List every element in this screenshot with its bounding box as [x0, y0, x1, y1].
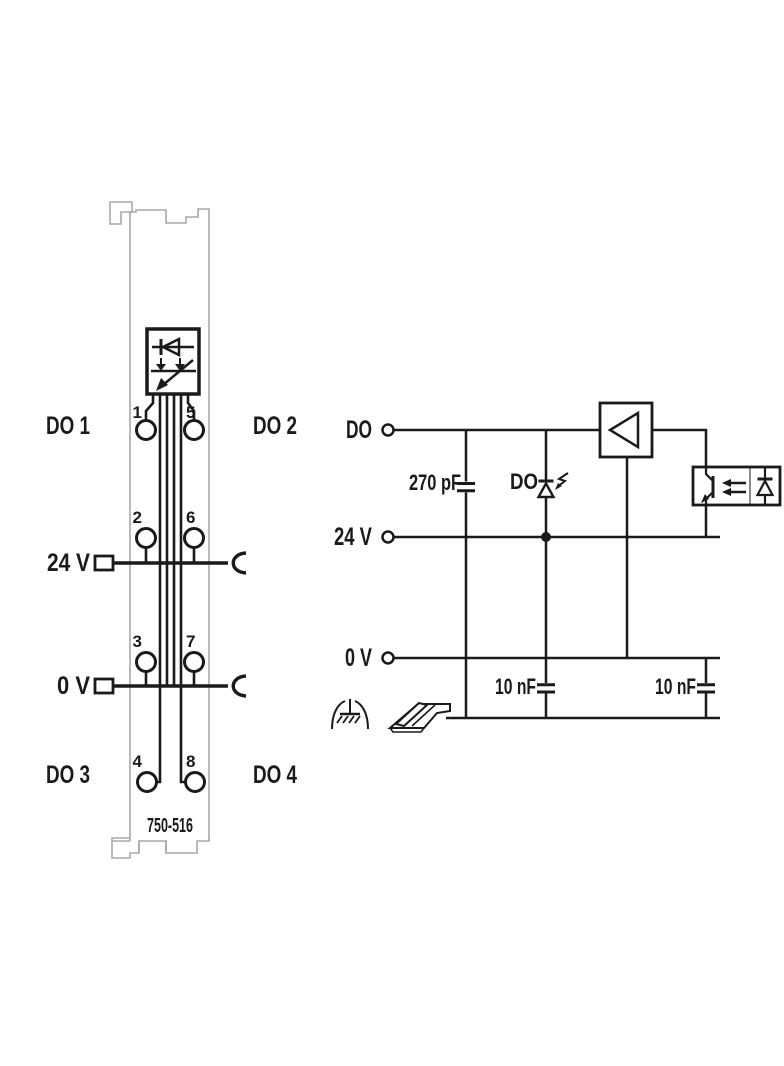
- 0v-terminal: [381, 651, 395, 665]
- terminal-8-clamp: [184, 771, 206, 793]
- schematic-terminals: [381, 423, 395, 665]
- signal-do-label: DO: [346, 416, 372, 444]
- terminal-7-clamp: [183, 651, 205, 673]
- wire-do3: [156, 394, 162, 784]
- housing-foot-detail: [112, 840, 167, 853]
- flash-icon: [556, 472, 569, 488]
- clamp-terminals: [135, 419, 206, 793]
- optocoupler-icon: [691, 465, 782, 507]
- capacitor-10nf-2-icon: [697, 683, 715, 694]
- label-do4: DO 4: [253, 761, 297, 789]
- housing-body: [129, 208, 210, 841]
- phototransistor-icon: [701, 467, 715, 505]
- wire-do1: [144, 394, 155, 420]
- schematic-labels: DO 24 V 0 V 270 pF DO 10 nF 10 nF: [334, 416, 696, 699]
- terminal-4-clamp: [136, 771, 158, 793]
- power-bus-0v: [93, 672, 247, 698]
- diode-symbol-icon: [152, 336, 194, 358]
- plug-contact-icon: [93, 677, 115, 695]
- part-number: 750-516: [147, 815, 193, 837]
- capacitor-270pf-icon: [457, 482, 475, 493]
- cage-clamp-icon: [231, 551, 247, 575]
- functional-earth-icon: [331, 699, 369, 730]
- amplifier-icon: [598, 401, 654, 459]
- cap-10nf-1-value: 10 nF: [495, 674, 536, 699]
- label-do1: DO 1: [46, 412, 90, 440]
- signal-24v-label: 24 V: [334, 523, 372, 551]
- label-do3: DO 3: [46, 761, 90, 789]
- terminal-5-clamp: [183, 419, 205, 441]
- terminal-2-clamp: [135, 527, 157, 549]
- schematic-lines: [393, 428, 720, 720]
- terminal-3-clamp: [135, 651, 157, 673]
- terminal-5-number: 5: [186, 403, 195, 422]
- photodiode-icon: [755, 467, 775, 505]
- schematic: DO 24 V 0 V 270 pF DO 10 nF 10 nF: [331, 401, 782, 733]
- signal-0v-label: 0 V: [345, 644, 372, 672]
- module-labels: DO 1 DO 2 24 V 0 V DO 3 DO 4 750-516 1 5…: [46, 403, 297, 837]
- power-bus-24v: [93, 548, 247, 575]
- terminal-8-number: 8: [186, 752, 195, 771]
- led-indicator-box: [145, 327, 201, 396]
- terminal-2-number: 2: [133, 508, 142, 527]
- internal-wiring: [144, 394, 196, 784]
- led-do-label: DO: [510, 469, 538, 494]
- status-led-icon: [536, 472, 569, 499]
- 24v-terminal: [381, 530, 395, 544]
- label-0v: 0 V: [57, 672, 90, 700]
- din-rail-icon: [387, 701, 451, 733]
- capacitor-10nf-1-icon: [537, 683, 555, 694]
- amp-output-lead: [652, 428, 708, 467]
- cap-270pf-value: 270 pF: [409, 470, 461, 495]
- terminal-3-number: 3: [133, 632, 142, 651]
- led-emission-symbol-icon: [151, 358, 196, 391]
- do-terminal: [381, 423, 395, 437]
- wire-do2: [186, 394, 196, 420]
- cap-10nf-2-value: 10 nF: [655, 674, 696, 699]
- terminal-1-number: 1: [133, 403, 142, 422]
- plug-contact-icon: [93, 554, 115, 572]
- label-24v: 24 V: [47, 549, 90, 577]
- wire-do4: [179, 394, 186, 784]
- din-clip-top-icon: [109, 201, 133, 225]
- terminal-7-number: 7: [186, 632, 195, 651]
- terminal-6-clamp: [183, 527, 205, 549]
- terminal-4-number: 4: [133, 752, 143, 771]
- terminal-1-clamp: [135, 419, 157, 441]
- junction-dot: [541, 532, 551, 542]
- label-do2: DO 2: [253, 412, 297, 440]
- cage-clamp-icon: [231, 674, 247, 698]
- light-arrows-icon: [722, 479, 746, 496]
- terminal-6-number: 6: [186, 508, 195, 527]
- module-housing-outline: [109, 201, 210, 859]
